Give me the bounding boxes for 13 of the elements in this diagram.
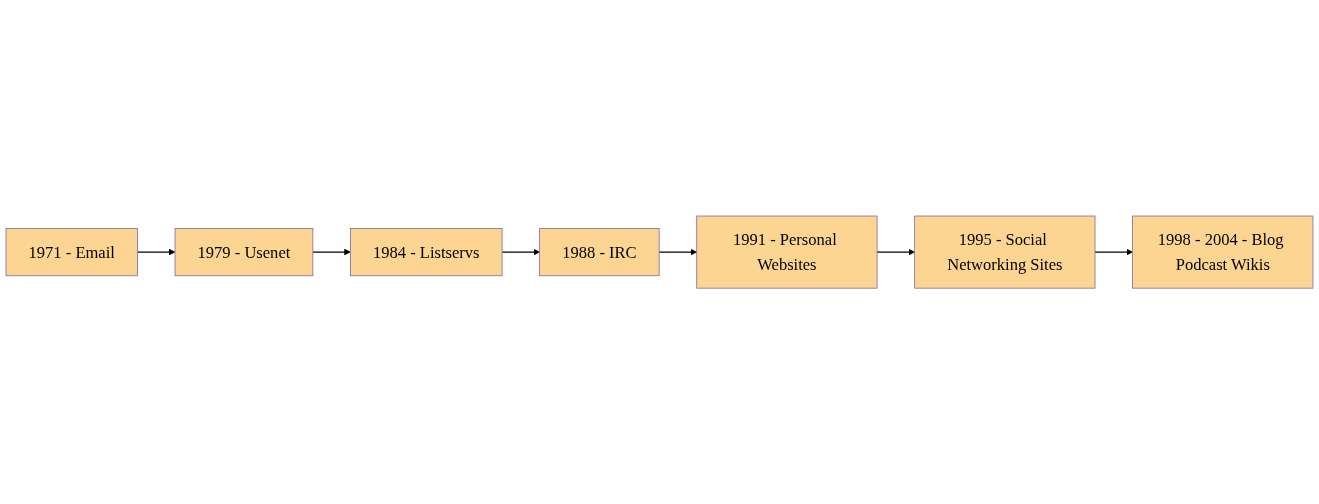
node-box: 1998 - 2004 - Blog Podcast Wikis (1132, 215, 1314, 289)
arrow (1094, 248, 1133, 256)
node-box: 1979 - Usenet (174, 227, 314, 277)
arrow (876, 248, 915, 256)
arrow (658, 248, 698, 256)
arrow (136, 248, 176, 256)
node-box: 1991 - Personal Websites (696, 215, 878, 289)
arrow (312, 248, 351, 256)
node-box: 1971 - Email (5, 227, 138, 277)
node-box: 1984 - Listservs (350, 227, 503, 277)
node-box: 1988 - IRC (539, 227, 660, 277)
arrow (501, 248, 540, 256)
node-box: 1995 - Social Networking Sites (914, 215, 1096, 289)
